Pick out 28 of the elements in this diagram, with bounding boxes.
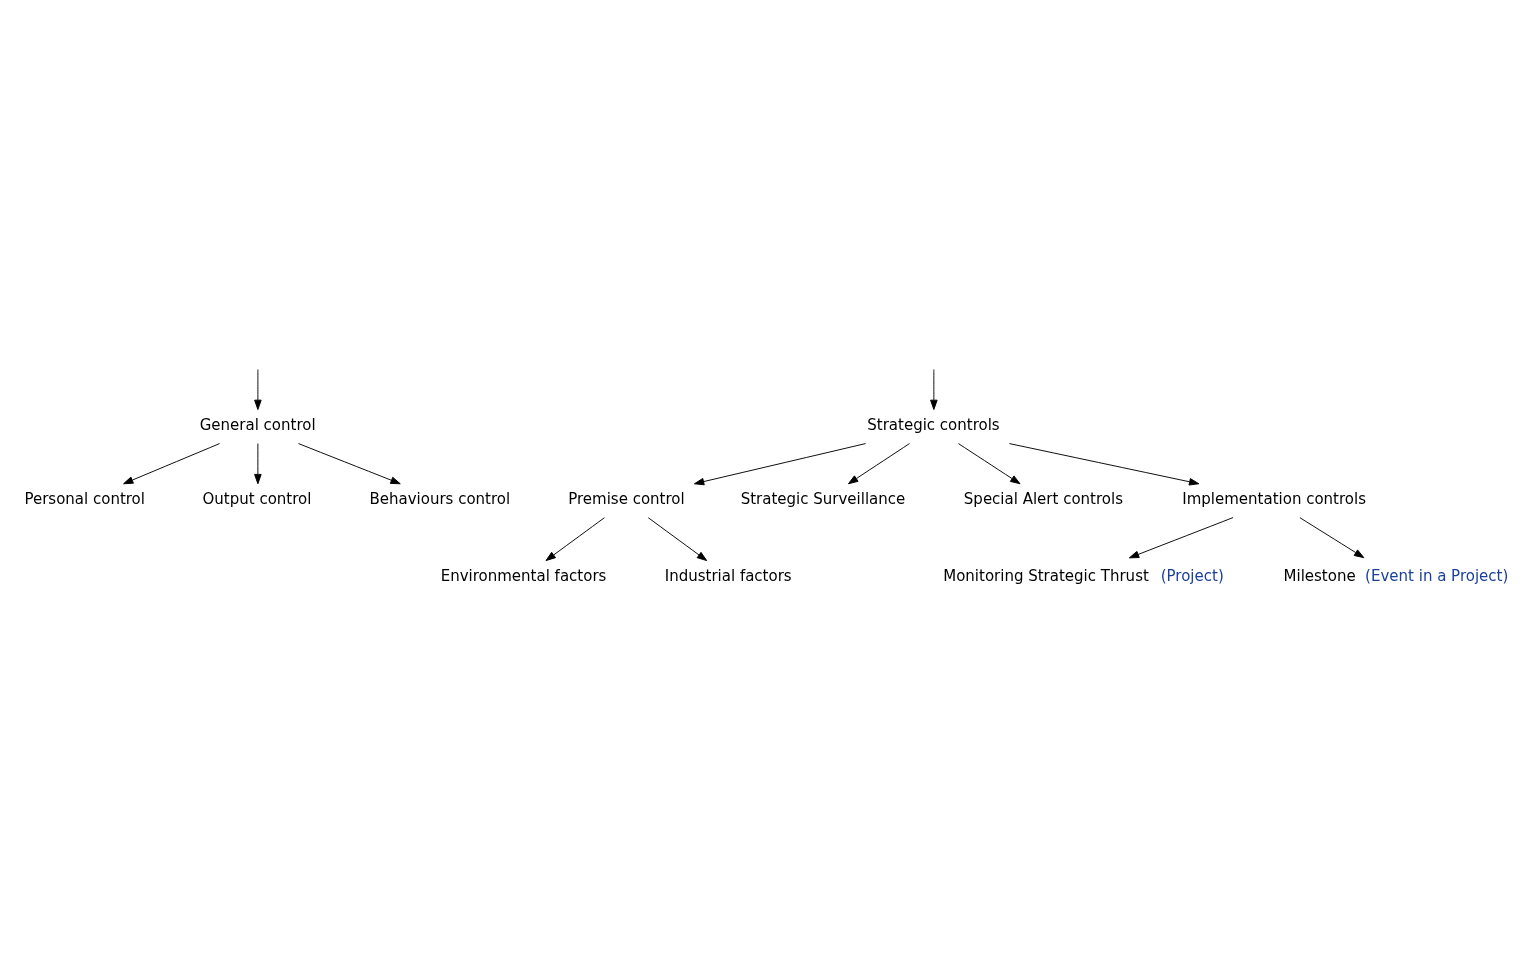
arrow	[254, 369, 262, 410]
node-text: Milestone	[1283, 567, 1356, 586]
arrow	[1299, 517, 1365, 559]
arrow	[847, 443, 910, 485]
arrow	[693, 443, 867, 486]
node-text: Strategic controls	[867, 416, 1000, 435]
arrow	[545, 517, 605, 562]
arrow	[647, 517, 708, 562]
node-text: General control	[199, 416, 316, 435]
arrow	[254, 443, 262, 485]
node-text: Special Alert controls	[963, 490, 1123, 509]
node-label: (Project)	[1160, 567, 1224, 586]
node-text: Industrial factors	[664, 567, 792, 586]
arrow	[298, 443, 401, 485]
arrow	[930, 369, 938, 410]
arrow	[1008, 443, 1200, 486]
node-label: (Event in a Project)	[1365, 567, 1509, 586]
arrow	[957, 443, 1021, 485]
arrow	[123, 443, 221, 485]
node-text: Output control	[202, 490, 312, 509]
node-text: Environmental factors	[440, 567, 607, 586]
node-text: Strategic Surveillance	[740, 490, 906, 509]
node-text: Behaviours control	[369, 490, 511, 509]
node-text: Monitoring Strategic Thrust	[943, 567, 1149, 586]
node-text: Personal control	[24, 490, 145, 509]
node-text: Premise control	[568, 490, 685, 509]
node-text: Implementation controls	[1182, 490, 1366, 509]
arrow	[1128, 517, 1234, 559]
